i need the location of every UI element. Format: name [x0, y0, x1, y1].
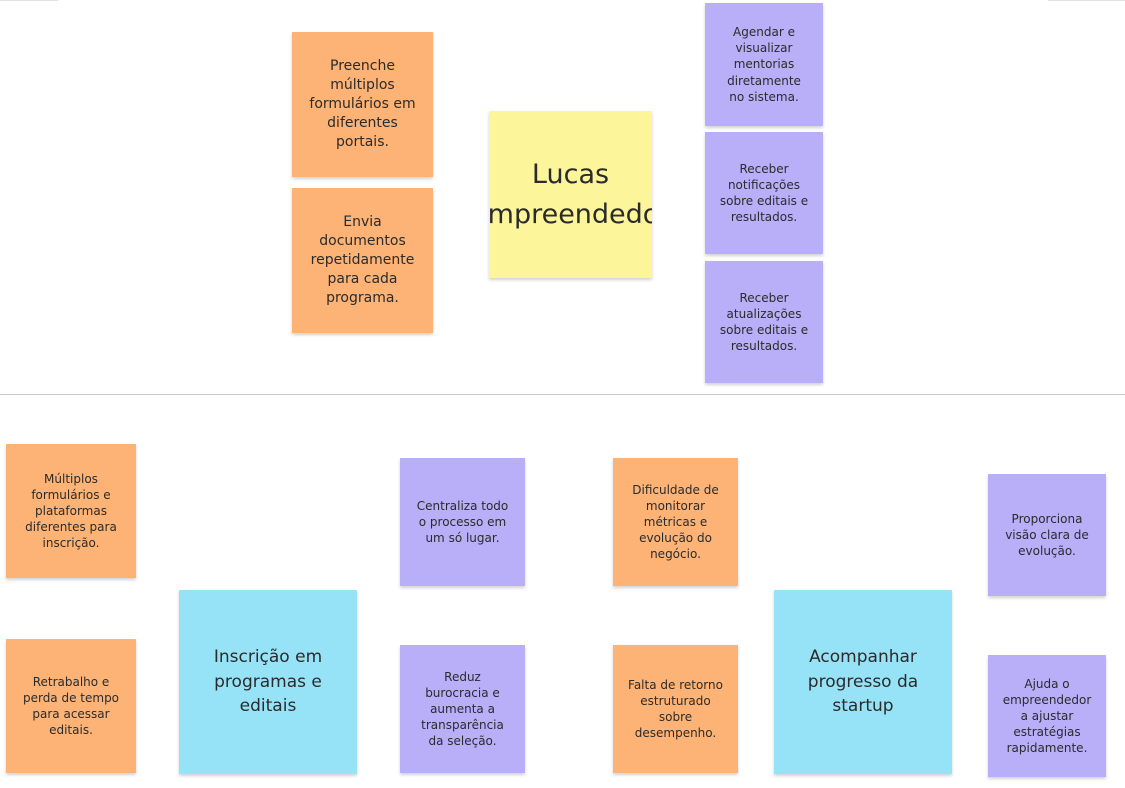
section-divider	[0, 394, 1125, 395]
job-pain-note[interactable]: Retrabalho e perda de tempo para acessar…	[6, 639, 136, 773]
job-pain-note[interactable]: Falta de retorno estruturado sobre desem…	[613, 645, 738, 773]
job-gain-note[interactable]: Ajuda o empreendedor a ajustar estratégi…	[988, 655, 1106, 777]
persona-note[interactable]: Lucas (Empreendedor)	[489, 111, 652, 278]
job-gain-note[interactable]: Reduz burocracia e aumenta a transparênc…	[400, 645, 525, 773]
job-gain-note-text: Centraliza todo o processo em um só luga…	[416, 498, 509, 546]
job-pain-note[interactable]: Múltiplos formulários e plataformas dife…	[6, 444, 136, 578]
job-pain-note-text: Falta de retorno estruturado sobre desem…	[628, 677, 723, 741]
job-pain-note-text: Múltiplos formulários e plataformas dife…	[25, 471, 117, 551]
job-gain-note[interactable]: Centraliza todo o processo em um só luga…	[400, 458, 525, 586]
gain-note[interactable]: Agendar e visualizar mentorias diretamen…	[705, 3, 823, 126]
job-title: Acompanhar progresso da startup	[807, 647, 919, 717]
job-gain-note-text: Reduz burocracia e aumenta a transparênc…	[421, 669, 504, 749]
job-pain-note-text: Dificuldade de monitorar métricas e evol…	[632, 482, 719, 562]
gain-note-text: Receber notificações sobre editais e res…	[719, 161, 809, 225]
pain-note-text: Envia documentos repetidamente para cada…	[310, 214, 415, 306]
job-gain-note-text: Ajuda o empreendedor a ajustar estratégi…	[1002, 676, 1092, 756]
job-pain-note[interactable]: Dificuldade de monitorar métricas e evol…	[613, 458, 738, 586]
gain-note[interactable]: Receber notificações sobre editais e res…	[705, 132, 823, 254]
job-note[interactable]: Inscrição em programas e editais	[179, 590, 357, 774]
gain-note-text: Agendar e visualizar mentorias diretamen…	[727, 25, 801, 104]
job-title: Inscrição em programas e editais	[213, 647, 323, 717]
pain-note[interactable]: Envia documentos repetidamente para cada…	[292, 188, 433, 333]
job-note[interactable]: Acompanhar progresso da startup	[774, 590, 952, 774]
gain-note[interactable]: Receber atualizações sobre editais e res…	[705, 261, 823, 383]
job-gain-note[interactable]: Proporciona visão clara de evolução.	[988, 474, 1106, 596]
job-pain-note-text: Retrabalho e perda de tempo para acessar…	[22, 674, 120, 738]
gain-note-text: Receber atualizações sobre editais e res…	[719, 290, 809, 354]
canvas-edge-mark-right	[1048, 0, 1125, 1]
pain-note[interactable]: Preenche múltiplos formulários em difere…	[292, 32, 433, 177]
pain-note-text: Preenche múltiplos formulários em difere…	[309, 58, 416, 150]
persona-name: Lucas (Empreendedor)	[489, 159, 652, 230]
job-gain-note-text: Proporciona visão clara de evolução.	[1005, 511, 1089, 559]
canvas-edge-mark-left	[0, 0, 58, 1]
